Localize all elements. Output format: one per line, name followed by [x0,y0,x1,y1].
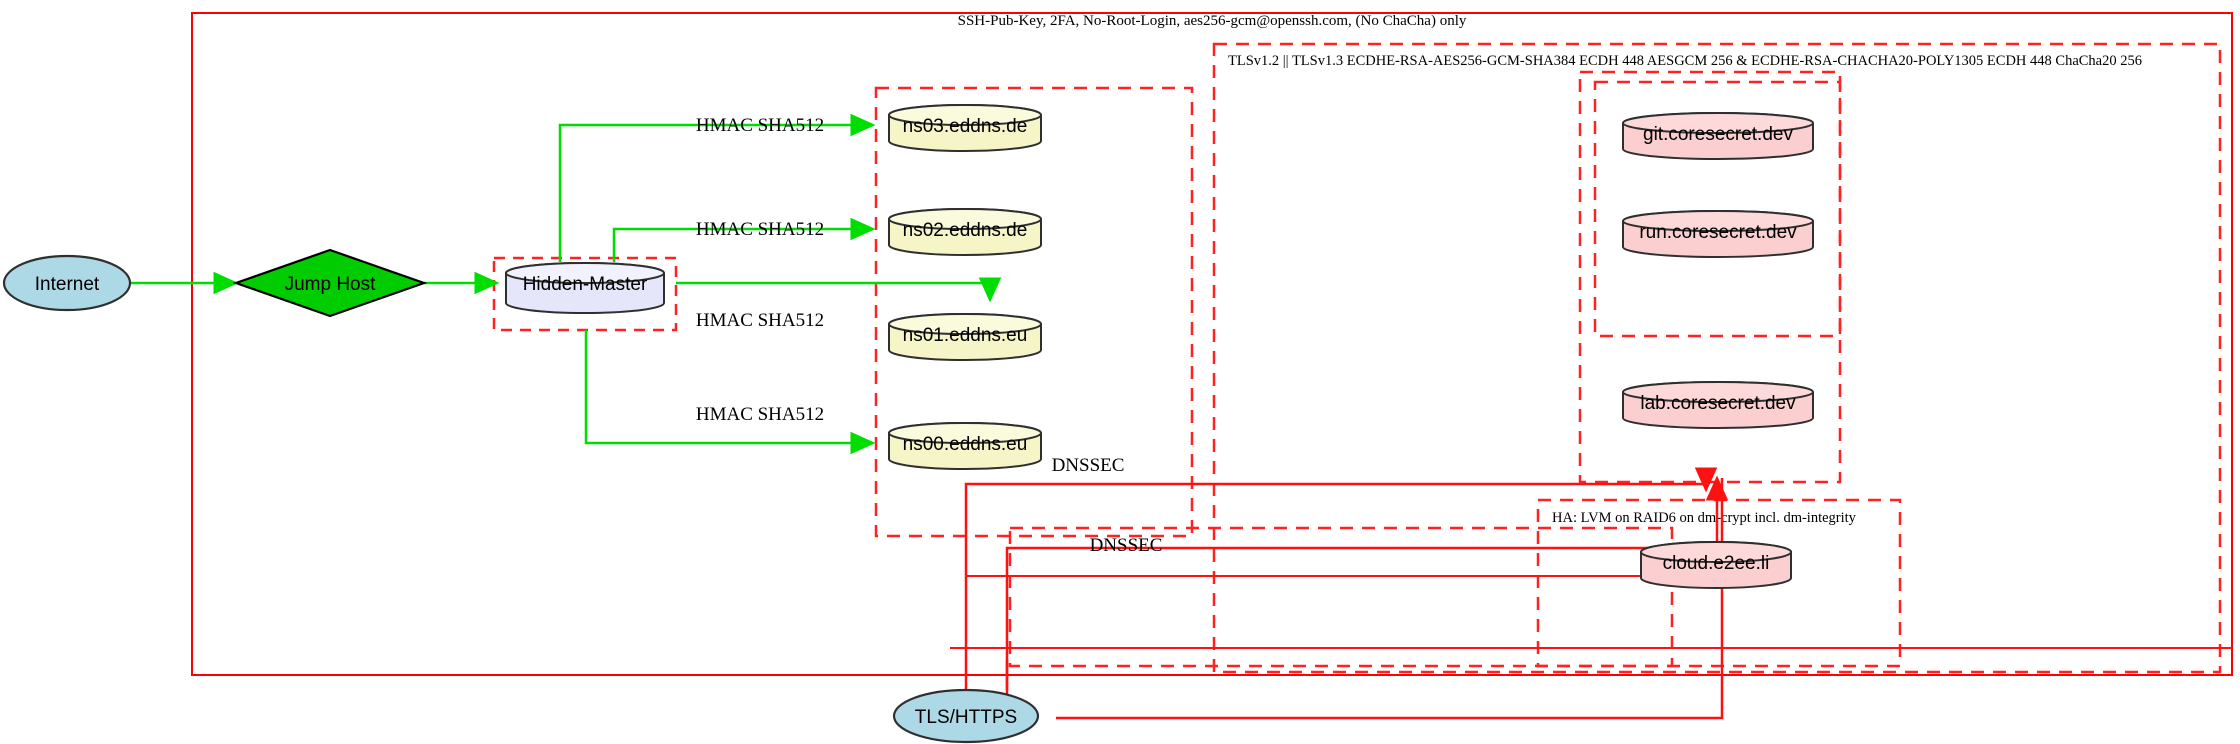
ns03-label: ns03.eddns.de [903,116,1028,137]
git-cylinder-top [1622,112,1814,134]
node-cloud-e2ee[interactable]: cloud.e2ee.li [1640,541,1792,589]
node-tls-https[interactable]: TLS/HTTPS [892,688,1040,744]
hidden-master-cylinder-top [505,262,665,284]
node-run-coresecret[interactable]: run.coresecret.dev [1622,210,1814,258]
tls-https-label: TLS/HTTPS [915,707,1017,728]
run-cylinder-top [1622,210,1814,232]
ns01-label: ns01.eddns.eu [903,325,1028,346]
edge-label-hmac-4: HMAC SHA512 [696,404,824,425]
edge-label-hmac-2: HMAC SHA512 [696,219,824,240]
ns01-cylinder-top [888,313,1042,335]
node-ns02[interactable]: ns02.eddns.de [888,208,1042,256]
ha-cluster-label: HA: LVM on RAID6 on dm-crypt incl. dm-in… [1552,510,1857,526]
node-ns03[interactable]: ns03.eddns.de [888,104,1042,152]
edge-label-hmac-3: HMAC SHA512 [696,310,824,331]
edge-label-hmac-1: HMAC SHA512 [696,115,824,136]
cloud-label: cloud.e2ee.li [1663,553,1770,574]
edge-hiddenmaster-to-ns02 [612,217,876,262]
tls-cluster-label: TLSv1.2 || TLSv1.3 ECDHE-RSA-AES256-GCM-… [1228,53,2142,69]
cloud-cylinder-top [1640,541,1792,563]
node-hidden-master[interactable]: Hidden-Master [505,262,665,314]
ns00-label: ns00.eddns.eu [903,434,1028,455]
ns03-cylinder-top [888,104,1042,126]
edge-dnssec-lower [1005,475,1729,718]
hidden-master-label: Hidden-Master [523,274,648,295]
lab-label: lab.coresecret.dev [1640,393,1796,414]
node-internet[interactable]: Internet [2,254,132,312]
tls-cluster-box [1212,42,2222,674]
edge-hiddenmaster-to-ns00 [584,330,876,455]
node-jump-host[interactable]: Jump Host [232,248,428,318]
ssh-boundary-box [191,12,2233,676]
dnssec-lower-cluster-box [1008,526,1674,668]
lab-cylinder-top [1622,381,1814,403]
node-ns00[interactable]: ns00.eddns.eu [888,422,1042,470]
ns02-label: ns02.eddns.de [903,220,1028,241]
run-label: run.coresecret.dev [1639,222,1797,243]
ns00-cylinder-top [888,422,1042,444]
node-git-coresecret[interactable]: git.coresecret.dev [1622,112,1814,160]
edge-hiddenmaster-to-ns01 [676,277,1002,303]
edge-label-dnssec-1: DNSSEC [1052,455,1125,476]
edge-hiddenmaster-to-ns03 [558,113,876,262]
coresecret-cluster-box [1593,80,1842,338]
jump-host-diamond-shape [232,248,428,318]
dns-cluster-box [874,86,1194,538]
node-ns01[interactable]: ns01.eddns.eu [888,313,1042,361]
internet-label: Internet [35,274,100,295]
edge-label-dnssec-2: DNSSEC [1090,535,1163,556]
tls-https-ellipse-shape [892,688,1040,744]
internet-ellipse-shape [2,254,132,312]
jump-host-label: Jump Host [285,274,377,295]
node-lab-coresecret[interactable]: lab.coresecret.dev [1622,381,1814,429]
git-label: git.coresecret.dev [1643,124,1793,145]
ns02-cylinder-top [888,208,1042,230]
ssh-boundary-label: SSH-Pub-Key, 2FA, No-Root-Login, aes256-… [958,13,1467,29]
